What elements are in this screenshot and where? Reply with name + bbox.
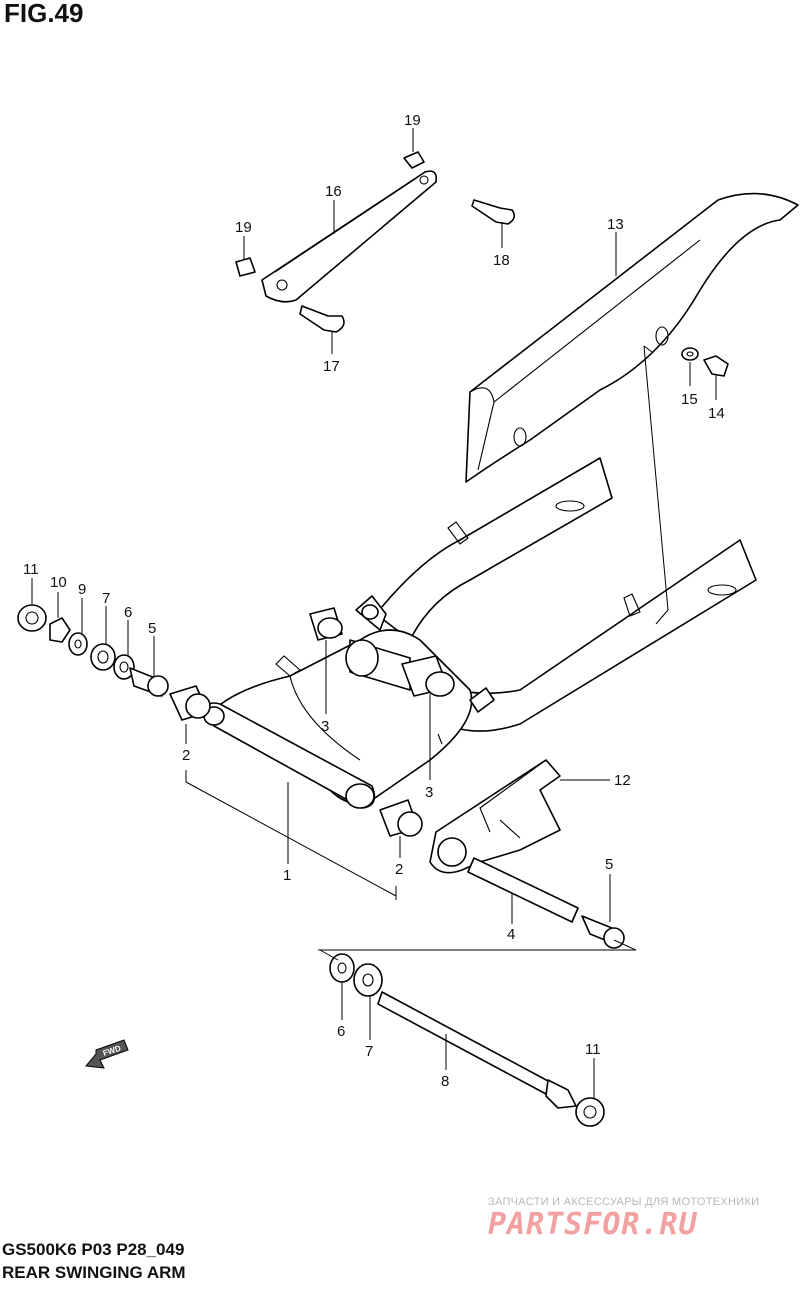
washer-part-15 bbox=[681, 347, 699, 361]
callout-19-left: 19 bbox=[235, 219, 252, 236]
callout-5-left: 5 bbox=[148, 620, 156, 637]
callout-8: 8 bbox=[441, 1073, 449, 1090]
callout-11-left: 11 bbox=[23, 561, 39, 578]
callout-15: 15 bbox=[681, 391, 698, 408]
assembly-guide-lines bbox=[185, 345, 669, 961]
callout-13: 13 bbox=[607, 216, 624, 233]
nut-part-19-left bbox=[235, 257, 256, 277]
callout-10: 10 bbox=[50, 574, 67, 591]
callout-2-left: 2 bbox=[182, 747, 190, 764]
bushing-part-3-upper bbox=[309, 607, 343, 641]
callout-18: 18 bbox=[493, 252, 510, 269]
callout-labels: 19 16 18 19 17 13 15 14 11 10 9 7 6 5 3 … bbox=[23, 112, 725, 1090]
bearing-part-2-left bbox=[169, 685, 211, 721]
forward-arrow-icon: FWD bbox=[85, 1039, 129, 1069]
bushing-part-3-lower bbox=[401, 655, 455, 697]
bolt-part-17 bbox=[299, 305, 345, 333]
bearing-part-2-right bbox=[379, 799, 423, 837]
nut-part-10 bbox=[49, 617, 71, 643]
bolt-part-14 bbox=[703, 355, 729, 377]
chain-case-part-13 bbox=[465, 192, 799, 483]
nut-part-11-right bbox=[575, 1097, 605, 1127]
callout-7-right: 7 bbox=[365, 1043, 373, 1060]
callout-2-right: 2 bbox=[395, 861, 403, 878]
callout-6-right: 6 bbox=[337, 1023, 345, 1040]
watermark-logo: PARTSFOR.RU bbox=[488, 1207, 698, 1242]
callout-11-right: 11 bbox=[585, 1041, 601, 1058]
watermark-tagline: ЗАПЧАСТИ И АКСЕССУАРЫ ДЛЯ МОТОТЕХНИКИ bbox=[488, 1196, 760, 1208]
callout-3-lower: 3 bbox=[425, 784, 433, 801]
callout-4: 4 bbox=[507, 926, 515, 943]
washer-part-6-left bbox=[113, 654, 135, 680]
chain-buffer-part-12 bbox=[429, 759, 561, 874]
seal-part-7-right bbox=[353, 963, 383, 997]
washer-part-6-right bbox=[329, 953, 355, 983]
axle-part-8 bbox=[377, 991, 577, 1109]
callout-7-left: 7 bbox=[102, 590, 110, 607]
callout-9: 9 bbox=[78, 581, 86, 598]
torque-link-part-16 bbox=[261, 170, 438, 303]
leader-lines bbox=[31, 128, 717, 1098]
spacer-part-5-left bbox=[129, 667, 169, 697]
callout-17: 17 bbox=[323, 358, 340, 375]
nut-part-11-left bbox=[17, 604, 47, 632]
seal-part-7-left bbox=[90, 643, 116, 671]
callout-14: 14 bbox=[708, 405, 725, 422]
callout-16: 16 bbox=[325, 183, 342, 200]
diagram-name: REAR SWINGING ARM bbox=[2, 1263, 186, 1282]
callout-1: 1 bbox=[283, 867, 291, 884]
callout-5-right: 5 bbox=[605, 856, 613, 873]
callout-12: 12 bbox=[614, 772, 631, 789]
callout-19-upper: 19 bbox=[404, 112, 421, 129]
figure-title: FIG.49 bbox=[4, 0, 84, 28]
bolt-part-18 bbox=[471, 199, 516, 225]
spacer-part-5-right bbox=[581, 915, 625, 949]
washer-part-9 bbox=[68, 632, 88, 656]
model-code: GS500K6 P03 P28_049 bbox=[2, 1240, 185, 1259]
swing-arm-part-1 bbox=[203, 457, 757, 809]
nut-part-19-upper bbox=[403, 151, 425, 169]
pivot-shaft-part-4 bbox=[467, 857, 579, 923]
callout-6-left: 6 bbox=[124, 604, 132, 621]
callout-3-upper: 3 bbox=[321, 718, 329, 735]
